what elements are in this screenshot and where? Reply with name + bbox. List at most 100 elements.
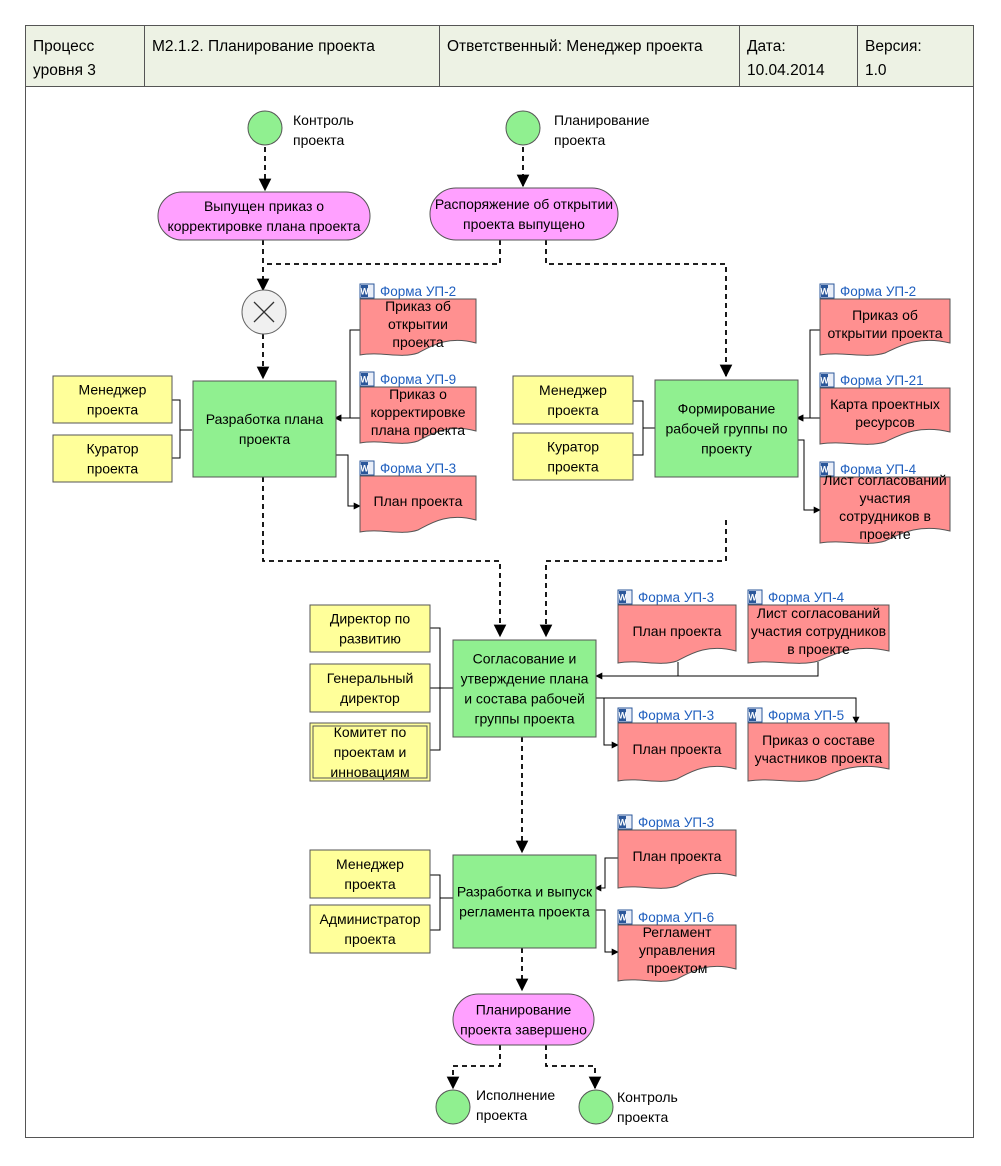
- doc-input-link: [595, 662, 679, 680]
- form-link[interactable]: Форма УП-2: [380, 284, 456, 299]
- event-label-line: проекта завершено: [460, 1022, 587, 1038]
- header-version-label: Версия:: [865, 38, 922, 55]
- form-link[interactable]: Форма УП-3: [638, 708, 714, 723]
- form-link[interactable]: Форма УП-21: [840, 373, 924, 388]
- word-doc-icon-letter: W: [748, 711, 757, 721]
- terminal-label-line: проекта: [293, 132, 344, 148]
- function-label-line: рабочей группы по: [665, 421, 787, 437]
- xor-connector: [241, 289, 287, 335]
- form-link[interactable]: Форма УП-3: [638, 815, 714, 830]
- xor-cross-icon: [253, 301, 275, 323]
- form-link[interactable]: Форма УП-4: [768, 590, 845, 605]
- header-table: Процесс уровня 3 М2.1.2. Планирование пр…: [25, 25, 974, 87]
- header-date-value: 10.04.2014: [747, 62, 825, 79]
- word-doc-icon-band: [821, 285, 828, 297]
- form-link[interactable]: Форма УП-2: [840, 284, 916, 299]
- terminal-label-line: Исполнение: [476, 1087, 555, 1103]
- terminal-label-line: Планирование: [554, 112, 650, 128]
- role-label-line: директор: [340, 690, 400, 706]
- event-label-line: Планирование: [476, 1002, 572, 1018]
- role-label-line: проекта: [547, 402, 598, 418]
- document-shape: [747, 604, 890, 664]
- header-version-value: 1.0: [865, 62, 887, 79]
- role-label-line: проекта: [87, 402, 138, 418]
- role-label-line: Администратор: [319, 911, 420, 927]
- document-label-line: проекте: [859, 526, 910, 542]
- event-planning_done: Планирование проекта завершено: [452, 993, 595, 1046]
- document-shape: [617, 829, 737, 889]
- word-doc-icon-letter: W: [360, 375, 369, 385]
- function-box: [192, 380, 337, 478]
- document-label-line: Регламент: [643, 924, 712, 940]
- terminal-circle: [247, 110, 283, 146]
- word-doc-icon-band: [749, 591, 756, 603]
- shapes: КонтрольпроектаПланированиепроектаИсполн…: [52, 110, 951, 1125]
- word-doc-icon-letter: W: [360, 287, 369, 297]
- document-shape: [617, 924, 737, 982]
- doc-input-link: [594, 857, 618, 892]
- document-label-line: в проекте: [787, 641, 850, 657]
- form-link[interactable]: Форма УП-3: [638, 590, 714, 605]
- role-label-line: Куратор: [547, 439, 599, 455]
- flow-done-to-execution: [446, 1045, 501, 1090]
- role-label-line: Куратор: [86, 441, 138, 457]
- header-date-cell: Дата: 10.04.2014: [740, 26, 858, 86]
- doc-input-link: [334, 329, 360, 422]
- terminal-label-line: проекта: [554, 132, 605, 148]
- form-link[interactable]: Форма УП-6: [638, 910, 714, 925]
- document-label-line: Приказ о: [389, 386, 447, 402]
- document-shape: [359, 298, 477, 356]
- role-box: [309, 663, 431, 713]
- header-process-cell: М2.1.2. Планирование проекта: [145, 26, 440, 86]
- role-label-line: проекта: [87, 461, 138, 477]
- flow-opening-to-team: [545, 240, 733, 378]
- function-label-line: утверждение плана: [461, 671, 589, 687]
- form-link[interactable]: Форма УП-9: [380, 372, 456, 387]
- role-box: [52, 375, 173, 424]
- document-label-line: План проекта: [374, 493, 463, 509]
- form-link[interactable]: Форма УП-5: [768, 708, 844, 723]
- event-shape: [429, 187, 619, 241]
- role-link: [430, 688, 441, 751]
- word-doc-icon-band: [749, 709, 756, 721]
- role-label-line: Менеджер: [539, 382, 607, 398]
- header-level-cell: Процесс уровня 3: [26, 26, 145, 86]
- document-shape: [359, 475, 477, 533]
- word-doc-icon-letter: W: [618, 913, 627, 923]
- form-link[interactable]: Форма УП-3: [380, 461, 456, 476]
- document-label-line: проекта: [392, 334, 443, 350]
- flow-done-to-control: [545, 1045, 602, 1090]
- document-label-line: План проекта: [633, 623, 722, 639]
- document-label-line: управления: [639, 942, 715, 958]
- doc-input-link: [796, 329, 820, 422]
- form-link[interactable]: Форма УП-4: [840, 462, 917, 477]
- function-label-line: Разработка плана: [206, 411, 324, 427]
- document-shape: [617, 722, 737, 782]
- document-label-line: проектом: [647, 960, 708, 976]
- document-shape: [819, 298, 951, 356]
- doc-output-link: [596, 909, 619, 956]
- doc-input-link: [678, 662, 819, 677]
- doc-output-link: [603, 698, 619, 749]
- function-label-line: и состава рабочей: [464, 691, 585, 707]
- document-label-line: План проекта: [633, 741, 722, 757]
- flow-team-to-approve: [539, 520, 727, 638]
- header-version-cell: Версия: 1.0: [858, 26, 973, 86]
- document-label-line: участия сотрудников: [751, 623, 886, 639]
- role-box: [309, 722, 431, 782]
- function-label-line: Формирование: [678, 401, 776, 417]
- document-label-line: открытии проекта: [827, 325, 942, 341]
